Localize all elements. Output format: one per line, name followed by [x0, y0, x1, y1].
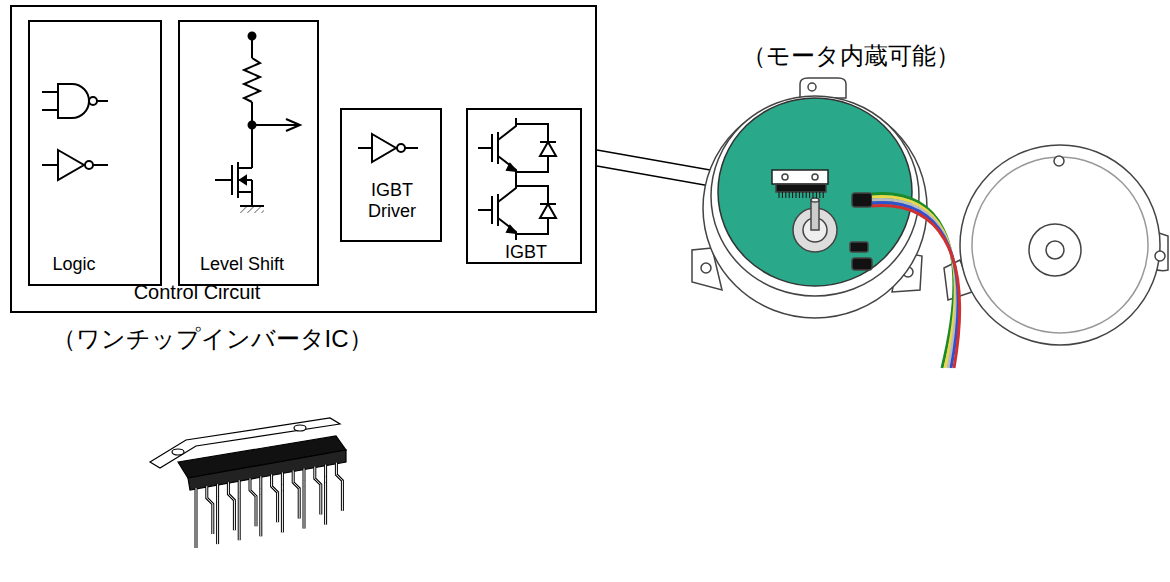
cable-wire [872, 206, 960, 368]
ic-pin-highlight [196, 488, 197, 548]
ic-pin [238, 480, 241, 540]
igbt-symbol [478, 118, 548, 178]
cable-wire [872, 203, 958, 368]
ic-pin [250, 478, 256, 526]
chip-pin [813, 192, 814, 198]
chip-pin [796, 192, 797, 198]
ic-pin-highlight [325, 465, 326, 525]
note-label: （モータ内蔵可能） [742, 40, 960, 72]
ic-pin-highlight [250, 478, 256, 526]
emitter-arrow [507, 226, 516, 233]
ic-pin [272, 474, 278, 522]
ic-pin-highlight [217, 484, 218, 544]
chip-pin [816, 192, 817, 198]
cable-wire [872, 194, 954, 368]
diode-symbol [540, 204, 556, 218]
igbt-box: IGBT [466, 108, 582, 264]
chip-pin [806, 192, 807, 198]
cable-wire [872, 200, 957, 368]
ic-pin [228, 482, 234, 530]
driver-box: IGBT Driver [340, 108, 442, 242]
igbt-symbols [478, 118, 556, 240]
chip-pin [802, 192, 803, 198]
chip-pin [799, 192, 800, 198]
node-caption: （ワンチップインバータIC） [52, 325, 373, 353]
igbt-symbol [478, 180, 548, 240]
motor-back [944, 145, 1168, 345]
ic-package [150, 418, 346, 548]
cable-wire [872, 197, 955, 368]
chip-pin [782, 192, 783, 198]
ic-pin-highlight [239, 480, 240, 540]
ic-pin [293, 470, 299, 518]
ic-pin [216, 484, 219, 544]
ic-pin [259, 476, 262, 536]
ic-pin-highlight [293, 470, 299, 518]
level-shift-circuit [215, 33, 300, 214]
ic-pin-highlight [272, 474, 278, 522]
ic-pin [195, 488, 198, 548]
nand-gate [42, 84, 108, 118]
chip-pin [785, 192, 786, 198]
node-title: Level Shift [200, 254, 284, 275]
level-shift-box: Level Shift [178, 20, 319, 286]
ic-pin [324, 465, 327, 525]
ic-pin-highlight [207, 486, 213, 534]
ic-pin [315, 467, 321, 515]
ic-pin-highlight [304, 469, 305, 529]
ic-pin [303, 469, 306, 529]
chip-pin [823, 192, 824, 198]
ic-pin-highlight [228, 482, 234, 530]
diode-symbol [540, 142, 556, 156]
node-title: IGBT Driver [357, 180, 427, 221]
ic-pin-highlight [336, 463, 342, 511]
node-title: Logic [52, 254, 95, 275]
cable [872, 194, 960, 368]
inverter-gate [42, 150, 108, 180]
node-title: IGBT [505, 242, 547, 263]
chip-pin [779, 192, 780, 198]
ic-block: Control Circuit（ワンチップインバータIC）LogicLevel … [10, 5, 597, 313]
logic-box: Logic [28, 20, 162, 286]
chip-pin [789, 192, 790, 198]
ic-pin [336, 463, 342, 511]
ic-pin-highlight [315, 467, 321, 515]
ic-pin-highlight [260, 476, 261, 536]
wire [515, 178, 517, 180]
ic-pin-highlight [282, 472, 283, 532]
ic-pin [281, 472, 284, 532]
chip-pin [792, 192, 793, 198]
ic-pin [207, 486, 213, 534]
driver-inverter [358, 134, 418, 162]
emitter-arrow [507, 164, 516, 171]
chip-pin [819, 192, 820, 198]
chip-pin [809, 192, 810, 198]
